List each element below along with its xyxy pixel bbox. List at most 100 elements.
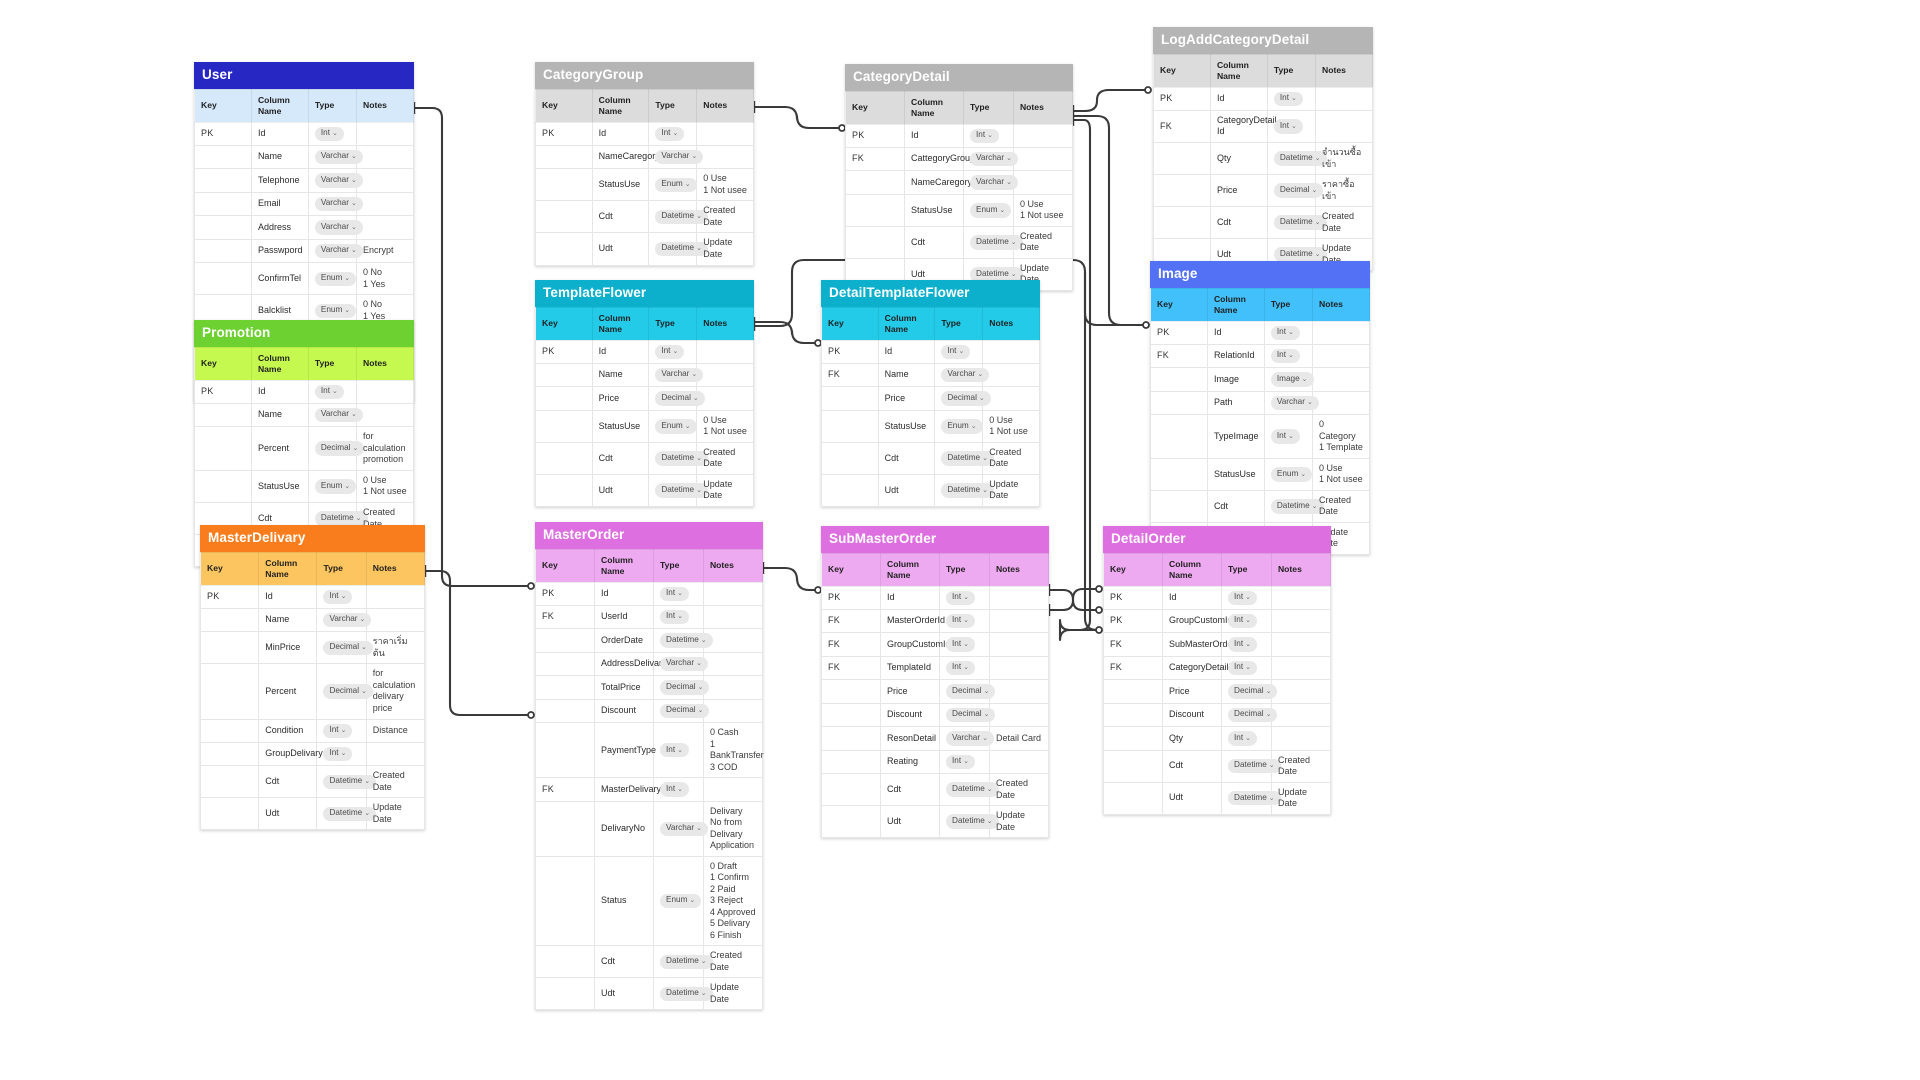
- type-dropdown[interactable]: Int⌄: [655, 344, 685, 359]
- type-dropdown[interactable]: Varchar⌄: [660, 821, 708, 836]
- type-dropdown[interactable]: Varchar⌄: [314, 196, 363, 212]
- type-dropdown[interactable]: Datetime⌄: [941, 451, 994, 466]
- type-dropdown[interactable]: Int⌄: [660, 609, 690, 625]
- type-dropdown[interactable]: Datetime⌄: [1273, 247, 1327, 262]
- type-dropdown[interactable]: Decimal⌄: [1273, 183, 1324, 198]
- type-dropdown[interactable]: Datetime⌄: [941, 483, 994, 498]
- type-dropdown[interactable]: Varchar⌄: [655, 367, 704, 383]
- type-dropdown[interactable]: Int⌄: [946, 754, 976, 770]
- type-dropdown[interactable]: Int⌄: [1228, 637, 1258, 652]
- type-dropdown[interactable]: Int⌄: [314, 384, 344, 399]
- type-dropdown[interactable]: Image⌄: [1270, 372, 1314, 387]
- type-dropdown[interactable]: Datetime⌄: [655, 241, 708, 257]
- type-dropdown[interactable]: Int⌄: [970, 128, 1000, 143]
- type-dropdown[interactable]: Datetime⌄: [1228, 791, 1281, 806]
- type-dropdown[interactable]: Datetime⌄: [1270, 499, 1324, 514]
- type-dropdown[interactable]: Enum⌄: [314, 303, 357, 318]
- type-dropdown[interactable]: Varchar⌄: [323, 612, 372, 628]
- type-dropdown[interactable]: Int⌄: [946, 613, 976, 629]
- type-dropdown[interactable]: Int⌄: [314, 126, 344, 141]
- type-dropdown[interactable]: Datetime⌄: [660, 986, 713, 1002]
- type-dropdown[interactable]: Int⌄: [946, 590, 976, 605]
- type-dropdown[interactable]: Int⌄: [323, 589, 353, 604]
- type-dropdown[interactable]: Decimal⌄: [1228, 707, 1278, 723]
- type-dropdown[interactable]: Decimal⌄: [1228, 684, 1278, 699]
- type-dropdown[interactable]: Decimal⌄: [660, 703, 710, 719]
- type-dropdown[interactable]: Varchar⌄: [655, 149, 704, 165]
- type-dropdown[interactable]: Decimal⌄: [314, 441, 365, 456]
- type-dropdown[interactable]: Datetime⌄: [655, 451, 708, 466]
- type-dropdown[interactable]: Datetime⌄: [970, 267, 1023, 282]
- type-dropdown[interactable]: Decimal⌄: [946, 707, 996, 723]
- type-dropdown[interactable]: Int⌄: [1270, 348, 1300, 364]
- type-dropdown[interactable]: Datetime⌄: [660, 633, 713, 648]
- type-dropdown[interactable]: Enum⌄: [655, 419, 697, 434]
- type-dropdown[interactable]: Datetime⌄: [946, 814, 999, 829]
- type-dropdown[interactable]: Enum⌄: [314, 479, 357, 494]
- type-dropdown[interactable]: Int⌄: [1228, 590, 1258, 605]
- type-dropdown[interactable]: Varchar⌄: [314, 173, 363, 188]
- type-dropdown[interactable]: Int⌄: [1228, 613, 1258, 629]
- type-dropdown[interactable]: Datetime⌄: [1273, 151, 1327, 166]
- type-dropdown[interactable]: Int⌄: [1270, 429, 1300, 444]
- type-dropdown[interactable]: Enum⌄: [970, 203, 1012, 218]
- type-dropdown[interactable]: Decimal⌄: [655, 391, 705, 406]
- type-dropdown[interactable]: Varchar⌄: [1270, 395, 1319, 411]
